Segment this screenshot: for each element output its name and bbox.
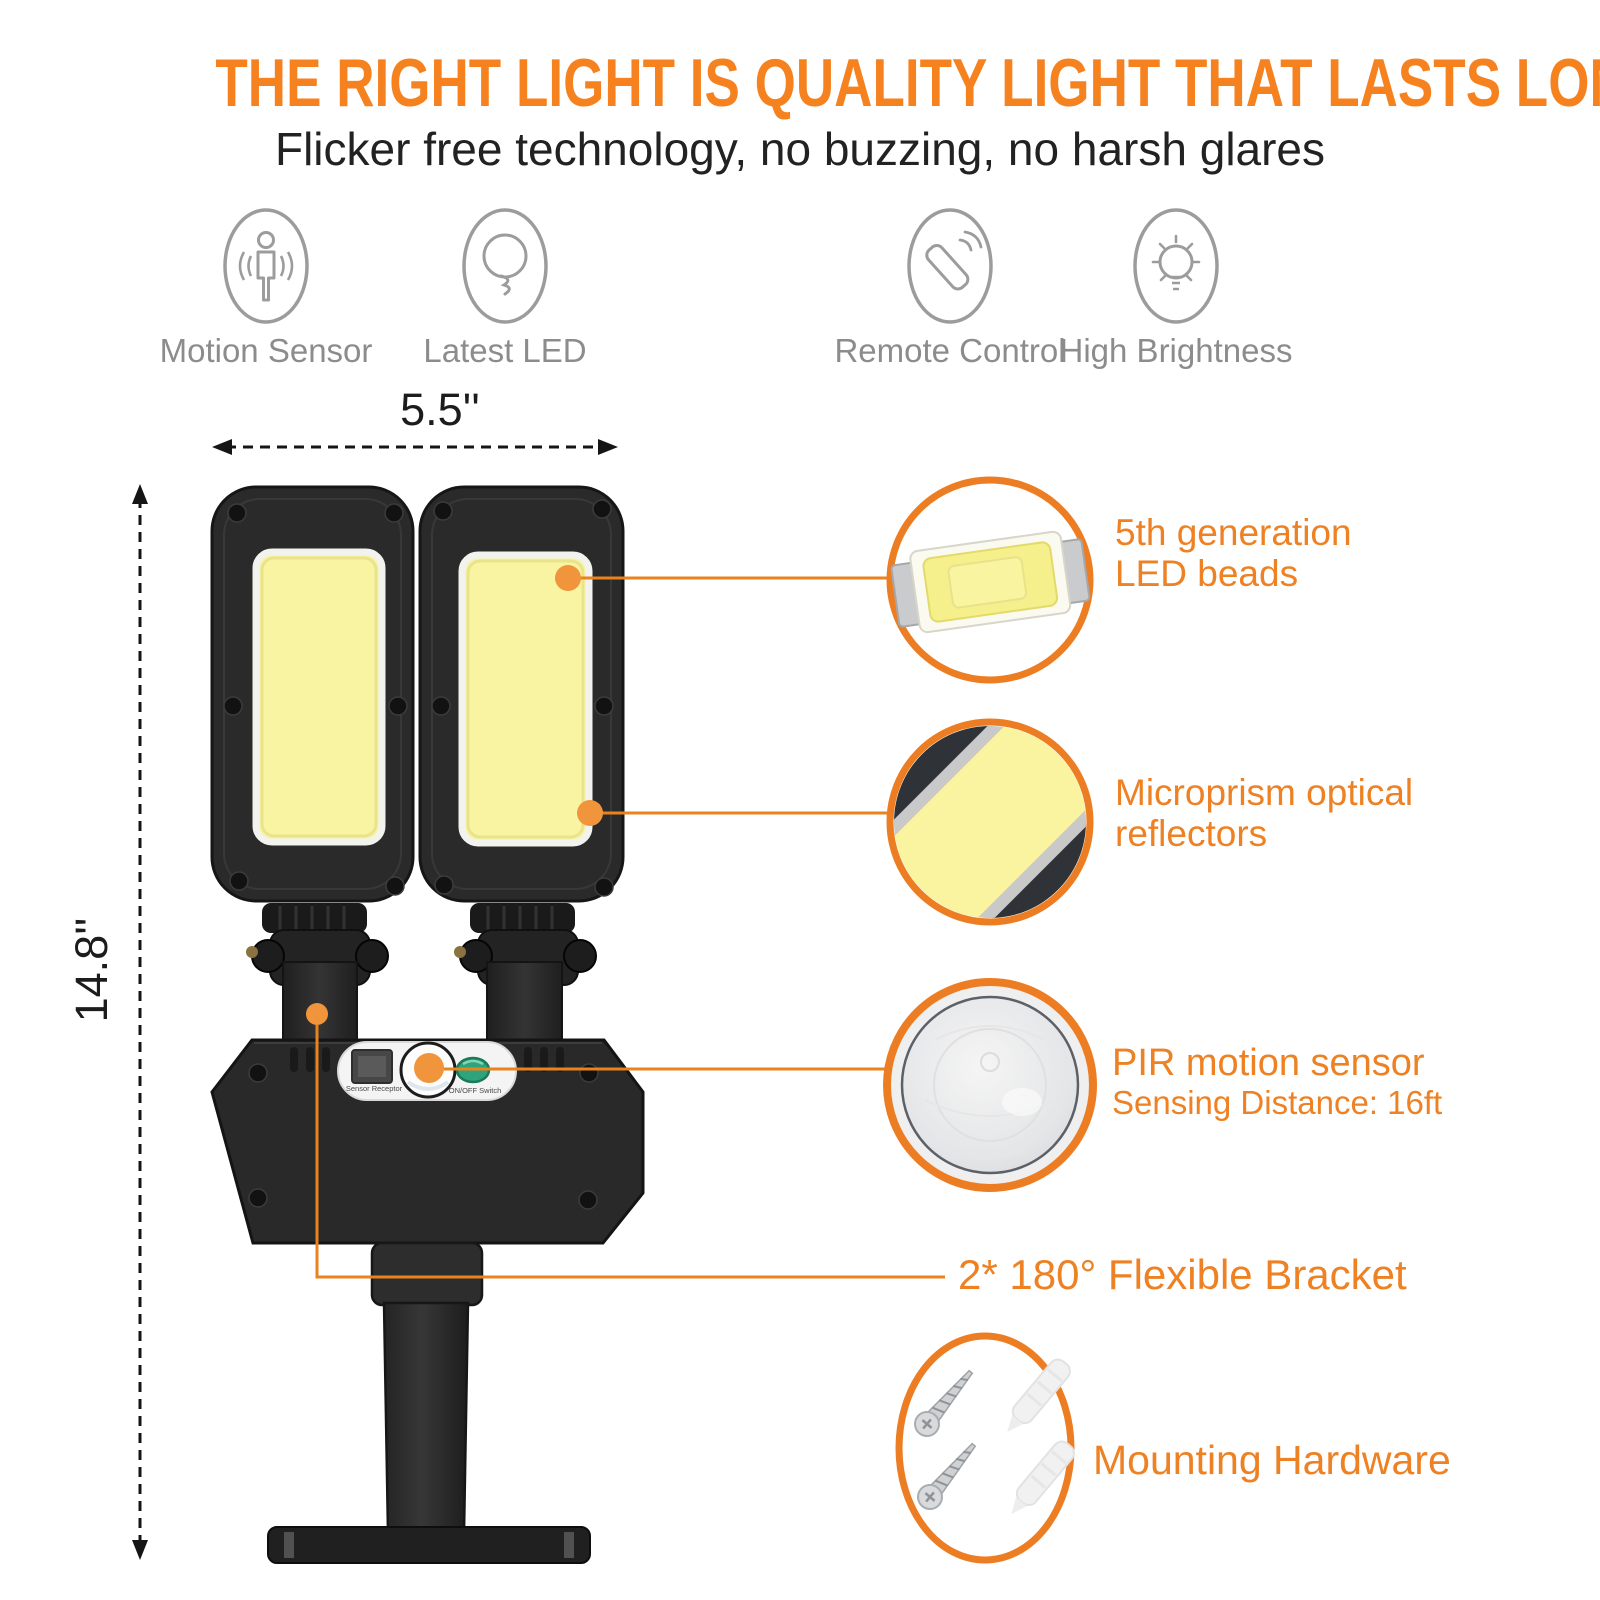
callout-hardware-text: Mounting Hardware <box>1093 1437 1451 1483</box>
page-title: THE RIGHT LIGHT IS QUALITY LIGHT THAT LA… <box>0 44 1600 122</box>
callout-anchor-dots <box>306 565 603 1083</box>
feature-high-brightness-label: High Brightness <box>1059 332 1293 369</box>
dimension-height-label: 14.8'' <box>66 917 117 1023</box>
height-dimension-arrow <box>132 484 148 1560</box>
width-dimension-arrow <box>212 439 618 455</box>
callout-led-beads-line2: LED beads <box>1115 553 1299 595</box>
sensor-receptor-label: Sensor Receptor <box>345 1084 403 1093</box>
callout-led-beads-text: 5th generation LED beads <box>1115 512 1352 595</box>
led-bulb-icon <box>462 208 548 324</box>
feature-latest-led: Latest LED <box>385 206 625 370</box>
callout-hardware-image <box>895 1332 1075 1564</box>
callout-pir-image <box>883 978 1097 1192</box>
callout-reflectors-line1: Microprism optical <box>1115 772 1414 813</box>
dimension-width-label: 5.5'' <box>400 384 480 435</box>
callout-pir-line2: Sensing Distance: 16ft <box>1112 1083 1443 1121</box>
feature-motion-sensor-label: Motion Sensor <box>159 332 373 369</box>
feature-high-brightness: High Brightness <box>1056 206 1296 370</box>
page-subtitle: Flicker free technology, no buzzing, no … <box>274 123 1326 175</box>
callout-reflectors-text: Microprism optical reflectors <box>1115 772 1413 855</box>
callout-reflector-image <box>886 718 1094 926</box>
high-brightness-icon <box>1133 208 1219 324</box>
screws-left-head <box>223 503 408 896</box>
feature-latest-led-label: Latest LED <box>423 332 587 369</box>
screws-right-head <box>431 499 614 897</box>
wall-anchors <box>1007 1358 1075 1514</box>
led-panel-left <box>252 548 386 846</box>
mounting-pole <box>267 1241 591 1564</box>
feature-remote-control-label: Remote Control <box>834 332 1066 369</box>
lamp-head-right <box>418 485 625 1047</box>
vent-slots <box>290 1047 564 1072</box>
lamp-head-left <box>210 485 415 1047</box>
screws <box>914 1369 977 1510</box>
page-title-text: THE RIGHT LIGHT IS QUALITY LIGHT THAT LA… <box>215 45 1600 121</box>
callout-reflectors-line2: reflectors <box>1115 813 1268 855</box>
feature-remote-control: Remote Control <box>830 206 1070 370</box>
led-panel-right <box>458 551 593 847</box>
callout-bracket-text: 2* 180° Flexible Bracket <box>958 1251 1407 1298</box>
bracket-arm-right <box>486 961 563 1047</box>
feature-motion-sensor: Motion Sensor <box>146 206 386 370</box>
base-plate <box>267 1526 591 1564</box>
remote-control-icon <box>907 208 993 324</box>
callout-pir-line1: PIR motion sensor <box>1112 1042 1425 1084</box>
callout-led-bead-image <box>886 476 1094 684</box>
callout-pir-text: PIR motion sensor Sensing Distance: 16ft <box>1112 1042 1442 1122</box>
callout-connectors <box>315 576 945 1279</box>
onoff-switch-label: ON/OFF Switch <box>448 1086 502 1095</box>
motion-sensor-icon <box>223 208 309 324</box>
callout-led-beads-line1: 5th generation <box>1115 512 1352 553</box>
